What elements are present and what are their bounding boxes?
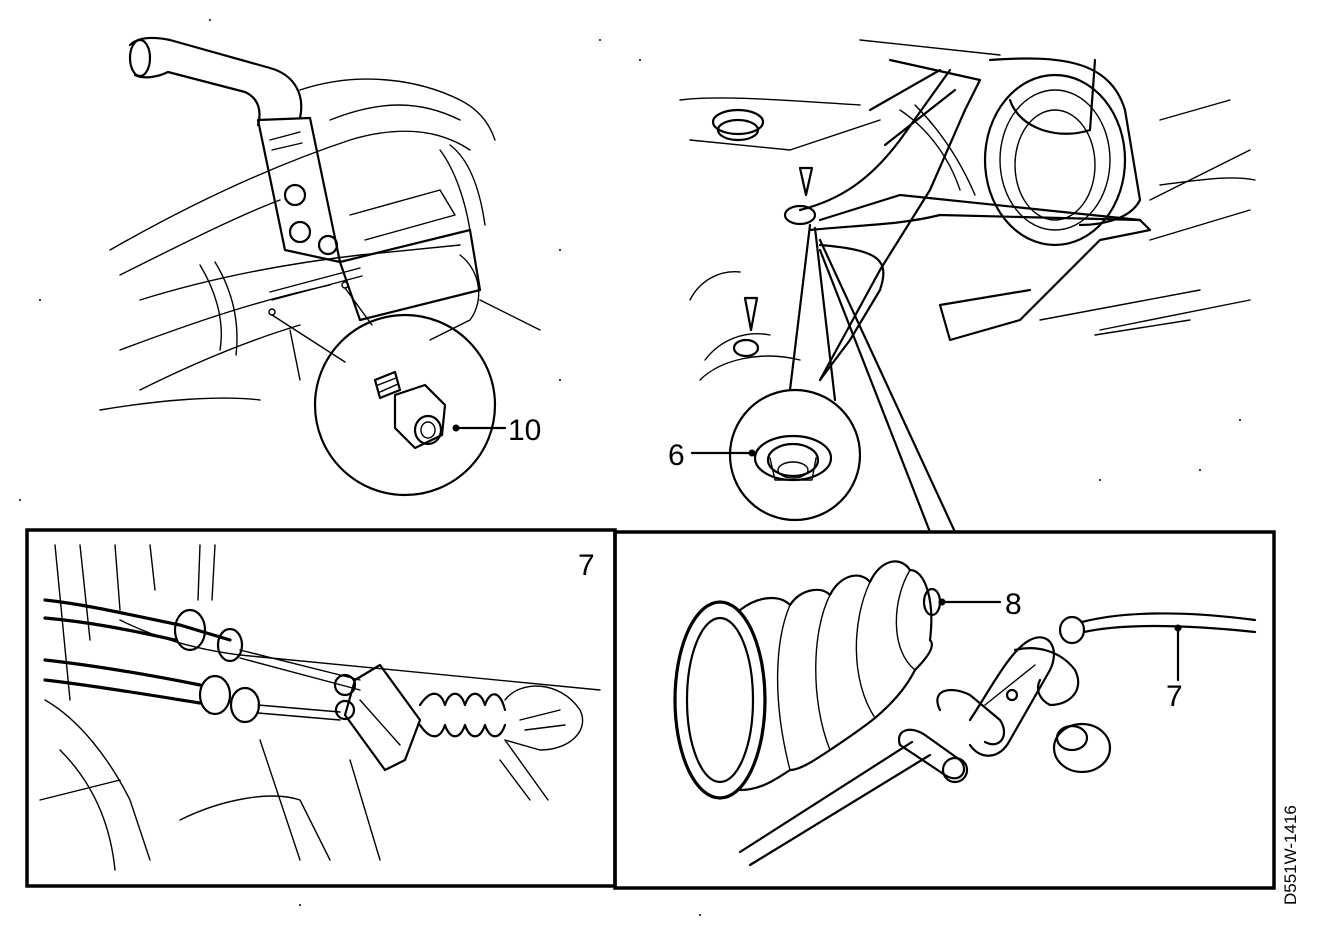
yoke-icon xyxy=(897,636,1080,784)
cable-end-7-icon xyxy=(1058,612,1257,645)
callout-7-cable: 7 xyxy=(1166,680,1183,713)
bolt-10-icon xyxy=(373,370,447,450)
drawing-code: D551W-1416 xyxy=(1281,805,1300,905)
callout-7-frame: 7 xyxy=(578,549,595,582)
grommet-6-icon xyxy=(753,434,833,482)
callout-6: 6 xyxy=(668,439,685,472)
detail-frame-8: 8 7 xyxy=(613,530,1276,890)
scan-noise xyxy=(19,19,1241,916)
detail-frame-7: 7 xyxy=(25,528,617,888)
callout-8: 8 xyxy=(1005,588,1022,621)
rubber-boot-icon xyxy=(673,560,942,800)
nut-icon xyxy=(1052,722,1112,774)
handbrake-lever-view: 10 xyxy=(99,36,541,497)
callout-10: 10 xyxy=(508,414,541,447)
cable-routing-view: 6 xyxy=(668,39,1256,534)
